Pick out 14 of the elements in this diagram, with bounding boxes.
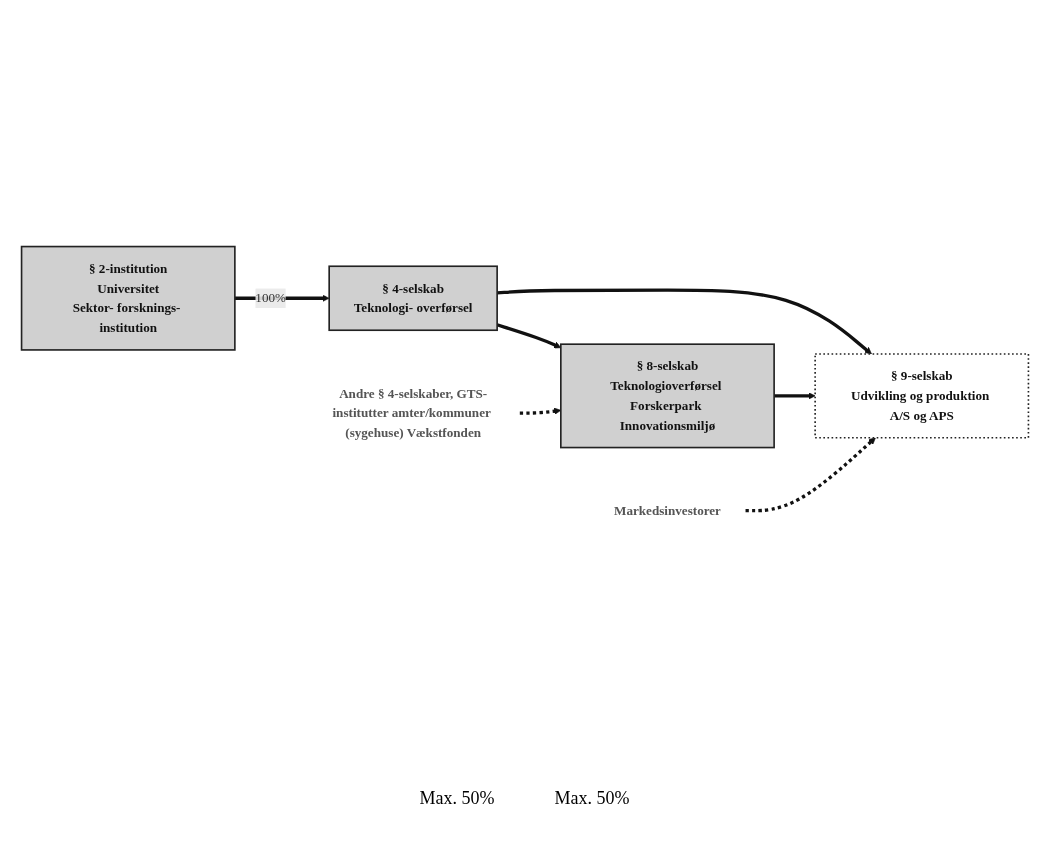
node-box: § 4-selskab Teknologi- overførsel (327, 265, 498, 332)
note-label: Max. 50% (554, 788, 630, 809)
node-text: Andre § 4-selskaber, GTS-institutter amter/kommuner (sygehuse) Vækstfonden (331, 386, 491, 440)
edge-label: 100% (254, 291, 286, 306)
node-box: § 9-selskab Udvikling og produktion A/S og APS (813, 353, 1029, 439)
note-label: Max. 50% (419, 788, 495, 809)
arrow (773, 392, 815, 400)
node-box: § 2-institution Universitet Sektor- forsknings- institution (20, 246, 236, 352)
node-text: Markedsinvestorer (613, 503, 721, 518)
arrow (745, 437, 876, 513)
arrow (496, 288, 872, 355)
arrow (496, 323, 561, 349)
arrow (519, 407, 561, 416)
node-box: § 8-selskab Teknologioverførsel Forskerpark Innovationsmiljø (559, 343, 775, 449)
